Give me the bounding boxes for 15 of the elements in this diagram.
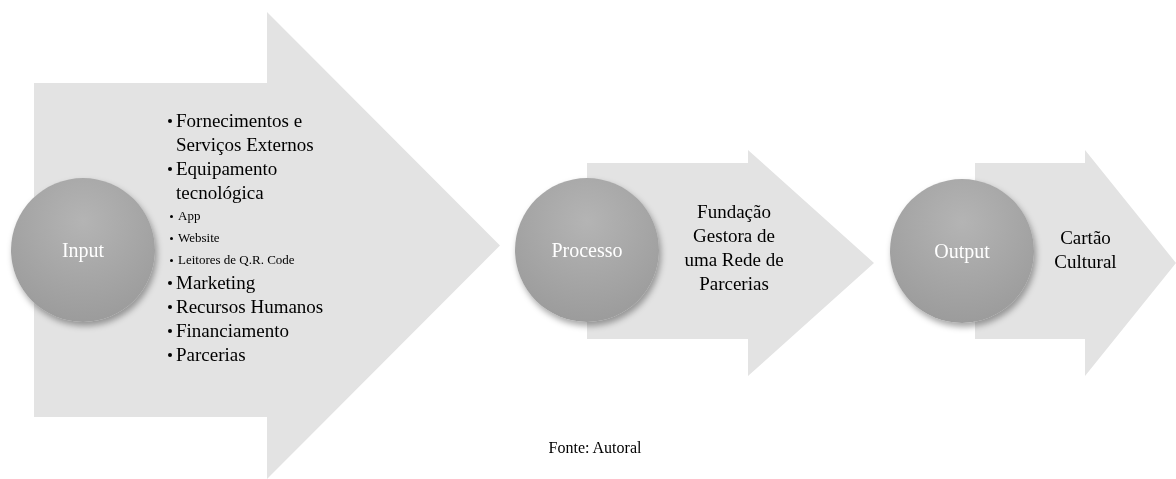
list-item: Marketing: [176, 271, 256, 295]
list-item: Financiamento: [176, 319, 289, 343]
stage-label: Input: [61, 238, 105, 264]
stage-label: Processo: [551, 238, 623, 263]
list-item: Parcerias: [176, 343, 246, 367]
list-item: Equipamento tecnológica: [176, 157, 279, 205]
list-item: Website: [178, 229, 220, 247]
list-item: Leitores de Q.R. Code: [178, 251, 295, 269]
stage-label: Output: [934, 239, 990, 265]
list-item: Recursos Humanos: [176, 295, 324, 319]
list-item: App: [178, 207, 201, 225]
step-description: Fundação Gestora de uma Rede de Parcerias: [683, 200, 785, 296]
step-description: Cartão Cultural: [1053, 226, 1118, 274]
caption: Fonte: Autoral: [547, 438, 643, 458]
list-item: Fornecimentos e Serviços Externos: [176, 109, 315, 157]
